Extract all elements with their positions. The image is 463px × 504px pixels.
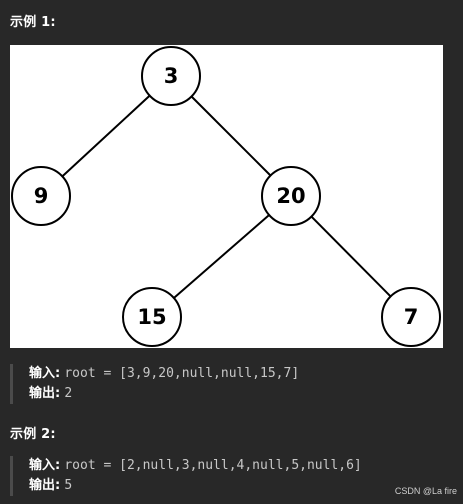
tree-node-circle xyxy=(122,287,182,347)
tree-node: 9 xyxy=(11,166,71,226)
tree-edge xyxy=(173,214,270,299)
output-value: 2 xyxy=(64,386,73,401)
tree-node-label: 7 xyxy=(404,305,419,329)
tree-node: 7 xyxy=(381,287,441,347)
output-label: 输出: xyxy=(29,386,61,401)
tree-node: 3 xyxy=(141,46,201,106)
tree-node-label: 3 xyxy=(164,64,179,88)
tree-node-label: 9 xyxy=(34,184,49,208)
input-label: 输入: xyxy=(29,366,61,381)
output-label: 输出: xyxy=(29,478,61,493)
tree-node-label: 15 xyxy=(137,305,166,329)
example-1-io-block: 输入: root = [3,9,20,null,null,15,7] 输出: 2 xyxy=(10,364,463,404)
input-value: root = [3,9,20,null,null,15,7] xyxy=(64,366,300,381)
binary-tree-diagram: 3 9 20 15 7 xyxy=(11,46,441,347)
tree-node: 15 xyxy=(122,287,182,347)
input-label: 输入: xyxy=(29,458,61,473)
example-1-output-line: 输出: 2 xyxy=(29,384,463,404)
tree-node: 20 xyxy=(261,166,321,226)
tree-node-circle xyxy=(11,166,71,226)
tree-node-label: 20 xyxy=(276,184,305,208)
example-2-output-line: 输出: 5 xyxy=(29,476,463,496)
example-2-input-line: 输入: root = [2,null,3,null,4,null,5,null,… xyxy=(29,456,463,476)
input-value: root = [2,null,3,null,4,null,5,null,6] xyxy=(64,458,362,473)
example-2-heading: 示例 2: xyxy=(10,427,56,442)
example-1-input-line: 输入: root = [3,9,20,null,null,15,7] xyxy=(29,364,463,384)
example-1-heading: 示例 1: xyxy=(10,15,56,30)
tree-node-circle xyxy=(141,46,201,106)
tree-node-circle xyxy=(261,166,321,226)
tree-node-circle xyxy=(381,287,441,347)
tree-edge xyxy=(190,95,272,177)
tree-edge xyxy=(310,215,392,298)
output-value: 5 xyxy=(64,478,73,493)
example-2-io-block: 输入: root = [2,null,3,null,4,null,5,null,… xyxy=(10,456,463,496)
binary-tree-image: 3 9 20 15 7 xyxy=(10,45,443,348)
watermark: CSDN @La fire xyxy=(394,486,457,496)
tree-edge xyxy=(61,94,151,178)
